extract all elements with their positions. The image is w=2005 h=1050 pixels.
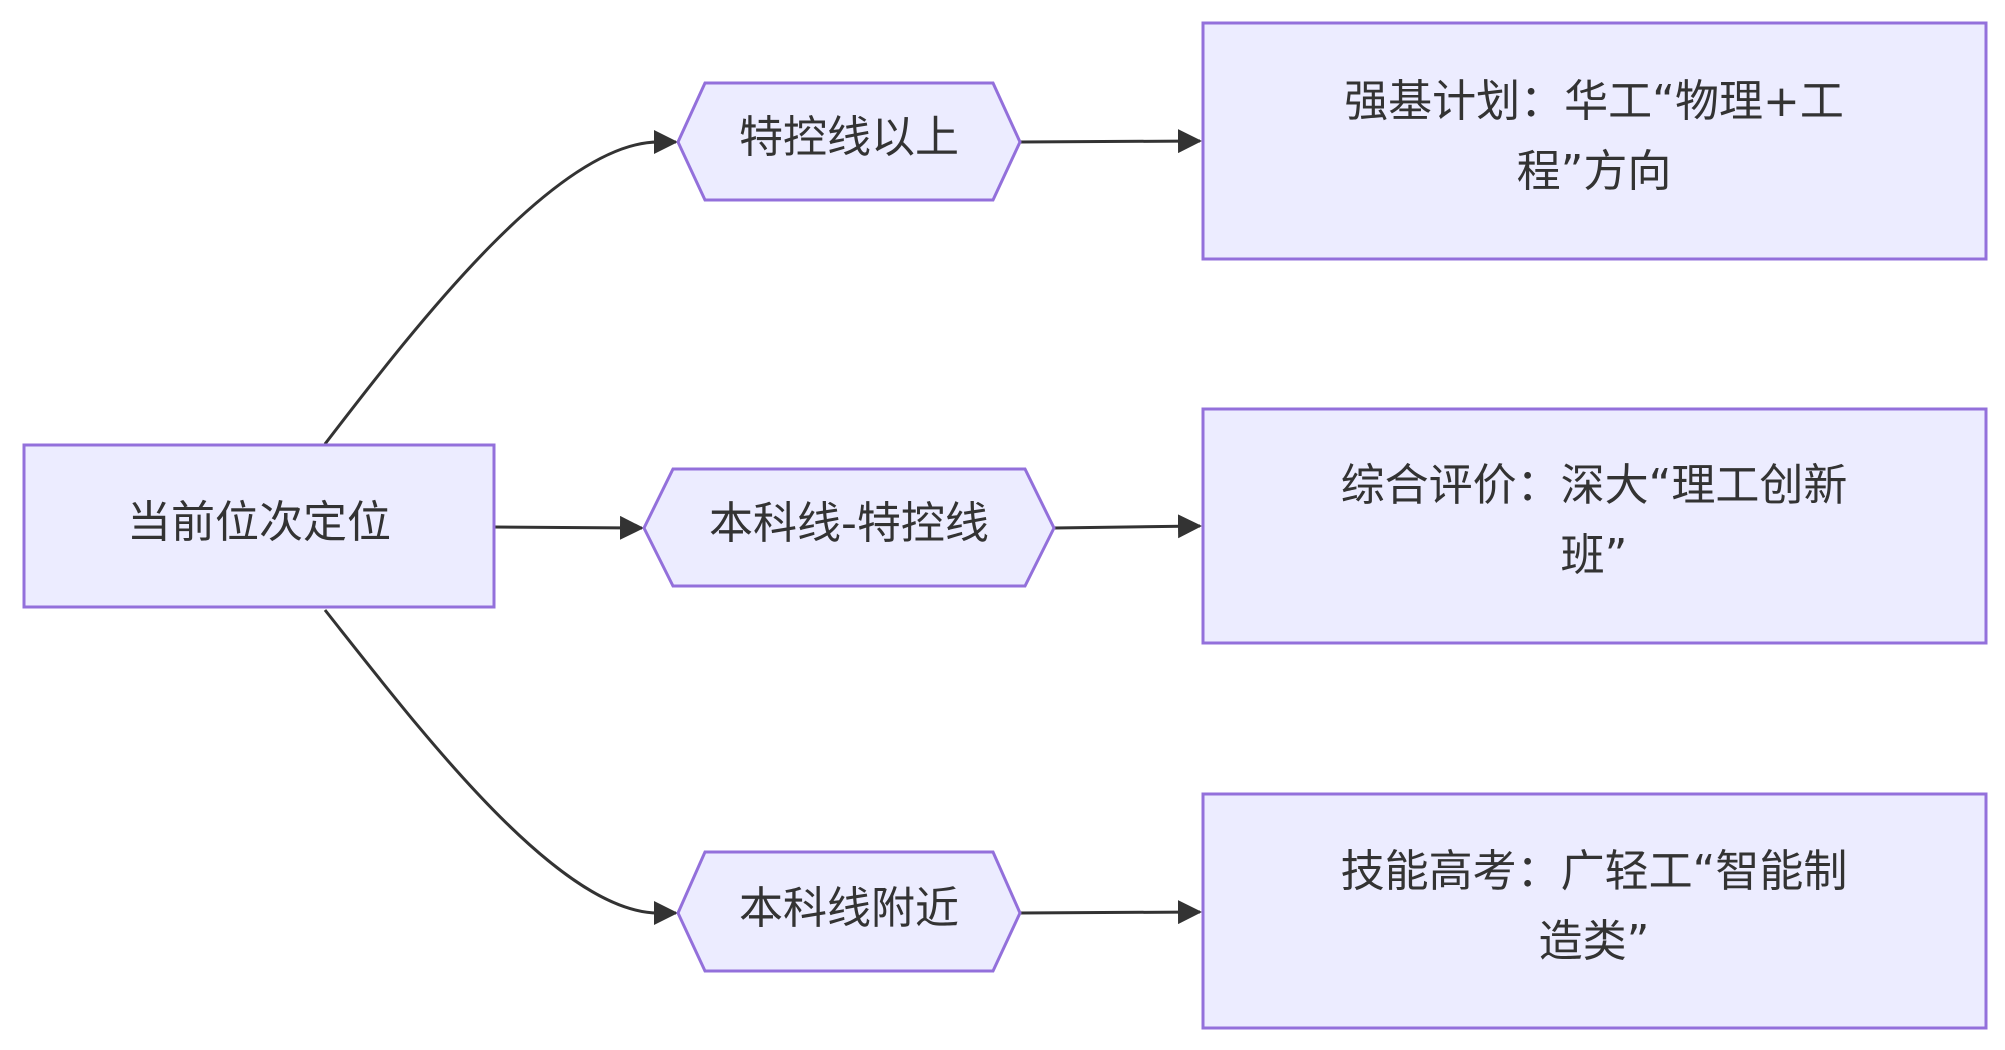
path-node-1: 强基计划：华工“物理+工 程”方向 [1201,21,1988,261]
edge-root-to-level-3 [323,609,678,925]
path-node-3: 技能高考：广轻工“智能制 造类” [1201,792,1988,1030]
root-node: 当前位次定位 [22,443,496,609]
level-node-3: 本科线附近 [676,850,1022,973]
level-node-1: 特控线以上 [676,81,1022,202]
level-node-1-label: 特控线以上 [739,112,959,163]
edge-root-to-level-2 [493,515,644,540]
path-node-1-line-2: 程”方向 [1517,146,1672,197]
edges [323,129,1202,925]
edge-root-to-level-1 [323,130,678,445]
root-node-label: 当前位次定位 [127,497,391,548]
edge-level-1-to-path-1 [1019,129,1202,154]
path-node-3-line-2: 造类” [1539,916,1650,967]
edge-level-3-to-path-3 [1019,900,1202,925]
level-node-2-label: 本科线-特控线 [709,498,989,549]
path-node-1-line-1: 强基计划：华工“物理+工 [1344,76,1844,127]
level-node-3-label: 本科线附近 [739,883,959,934]
path-node-2-line-1: 综合评价：深大“理工创新 [1341,460,1848,511]
edge-level-2-to-path-2 [1053,514,1202,539]
path-node-2-line-2: 班” [1561,530,1628,581]
level-node-2: 本科线-特控线 [642,467,1056,588]
path-node-3-line-1: 技能高考：广轻工“智能制 [1341,846,1848,897]
path-node-2: 综合评价：深大“理工创新 班” [1201,407,1988,645]
